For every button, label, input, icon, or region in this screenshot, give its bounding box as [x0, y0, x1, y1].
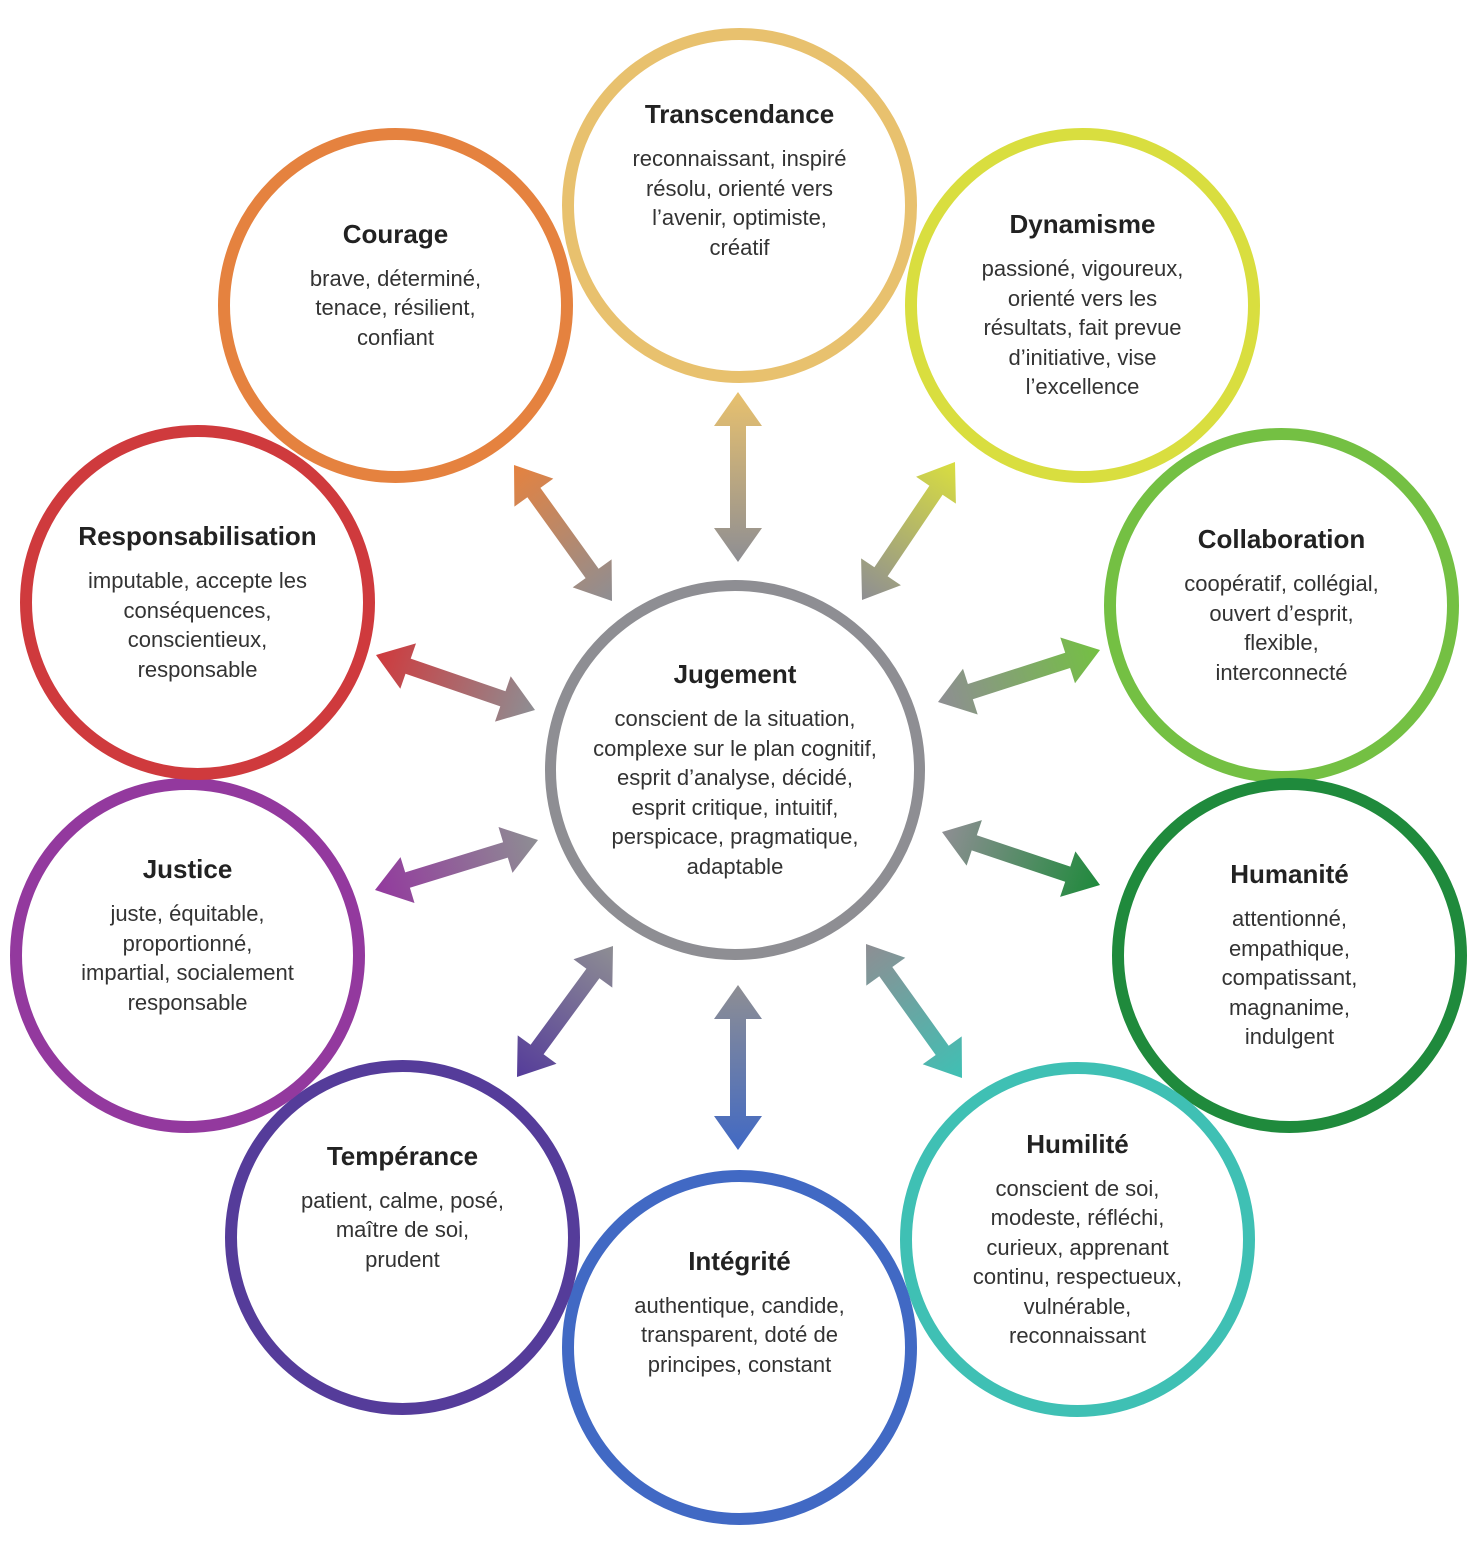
desc-line: patient, calme, posé,	[300, 1187, 504, 1213]
desc-line: attentionné,	[1232, 906, 1347, 932]
desc-line: reconnaissant, inspiré	[632, 146, 847, 171]
node-description: juste, équitable, proportionné, impartia…	[81, 899, 294, 1017]
node-responsabilisation: Responsabilisation imputable, accepte le…	[20, 425, 375, 780]
node-description: reconnaissant, inspiré résolu, orienté v…	[632, 144, 846, 262]
node-description: brave, déterminé, tenace, résilient, con…	[310, 264, 481, 353]
desc-line: conscient de soi,	[995, 1175, 1160, 1201]
arrow-integrite	[714, 985, 762, 1150]
desc-line: brave, déterminé,	[309, 265, 482, 291]
node-courage: Courage brave, déterminé, tenace, résili…	[218, 128, 573, 483]
desc-line: perspicace, pragmatique,	[611, 824, 859, 849]
desc-line: esprit critique, intuitif,	[631, 794, 839, 820]
desc-line: interconnecté	[1215, 659, 1348, 685]
arrow-responsabilisation	[376, 643, 535, 722]
desc-line: imputable, accepte les	[88, 568, 307, 593]
node-description: attentionné, empathique, compatissant, m…	[1222, 904, 1358, 1052]
desc-line: orienté vers les	[1007, 285, 1158, 311]
node-title: Responsabilisation	[78, 521, 317, 551]
desc-line: vulnérable,	[1023, 1293, 1132, 1319]
node-integrite: Intégrité authentique, candide, transpar…	[562, 1170, 917, 1525]
desc-line: modeste, réfléchi,	[990, 1205, 1165, 1230]
desc-line: responsable	[127, 989, 248, 1015]
arrow-courage	[514, 465, 612, 601]
desc-line: continu, respectueux,	[972, 1264, 1183, 1289]
desc-line: conscientieux,	[127, 627, 268, 652]
desc-line: prudent	[365, 1246, 440, 1272]
node-justice: Justice juste, équitable, proportionné, …	[10, 778, 365, 1133]
desc-line: proportionné,	[122, 930, 253, 956]
node-description: patient, calme, posé, maître de soi, pru…	[301, 1186, 504, 1275]
node-description: passioné, vigoureux, orienté vers les ré…	[982, 254, 1184, 402]
node-title: Transcendance	[644, 99, 835, 129]
node-description: authentique, candide, transparent, doté …	[634, 1291, 844, 1380]
desc-line: l’avenir, optimiste,	[652, 205, 827, 230]
desc-line: créatif	[709, 234, 770, 260]
node-description: conscient de soi, modeste, réfléchi, cur…	[973, 1174, 1182, 1351]
arrow-transcendance	[714, 392, 762, 562]
node-transcendance: Transcendance reconnaissant, inspiré rés…	[562, 28, 917, 383]
node-description: coopératif, collégial, ouvert d’esprit, …	[1184, 569, 1378, 687]
desc-line: d’initiative, vise	[1008, 344, 1157, 370]
desc-line: coopératif, collégial,	[1184, 571, 1379, 596]
node-description: conscient de la situation, complexe sur …	[593, 704, 877, 881]
node-title: Courage	[342, 218, 449, 249]
arrow-humanite	[942, 820, 1100, 897]
desc-line: reconnaissant	[1009, 1323, 1146, 1348]
desc-line: magnanime,	[1228, 994, 1351, 1020]
node-humanite: Humanité attentionné, empathique, compat…	[1112, 778, 1467, 1133]
desc-line: responsable	[137, 656, 258, 682]
desc-line: esprit d’analyse, décidé,	[616, 765, 853, 790]
arrow-humilite	[866, 944, 962, 1078]
desc-line: indulgent	[1244, 1024, 1335, 1050]
arrow-collaboration	[938, 637, 1100, 715]
node-title: Collaboration	[1197, 524, 1366, 554]
desc-line: authentique, candide,	[634, 1292, 845, 1318]
desc-line: adaptable	[686, 853, 784, 879]
desc-line: maître de soi,	[335, 1217, 470, 1243]
desc-line: confiant	[356, 324, 435, 350]
desc-line: transparent, doté de	[641, 1322, 838, 1348]
node-title: Justice	[142, 854, 233, 884]
center-node-jugement: Jugement conscient de la situation, comp…	[545, 580, 925, 960]
arrow-dynamisme	[861, 462, 956, 600]
desc-line: complexe sur le plan cognitif,	[593, 735, 877, 761]
desc-line: résolu, orienté vers	[645, 175, 834, 201]
desc-line: curieux, apprenant	[986, 1234, 1169, 1260]
node-title: Tempérance	[326, 1140, 479, 1171]
node-temperance: Tempérance patient, calme, posé, maître …	[225, 1060, 580, 1415]
desc-line: conséquences,	[123, 597, 272, 623]
node-title: Dynamisme	[1009, 209, 1156, 240]
desc-line: juste, équitable,	[110, 901, 265, 926]
desc-line: l’excellence	[1025, 374, 1140, 400]
arrow-justice	[375, 827, 538, 903]
node-title: Humanité	[1230, 859, 1349, 890]
desc-line: résultats, fait prevue	[983, 315, 1182, 341]
node-title: Humilité	[1026, 1128, 1129, 1159]
node-humilite: Humilité conscient de soi, modeste, réfl…	[900, 1062, 1255, 1417]
desc-line: principes, constant	[647, 1351, 832, 1377]
desc-line: flexible,	[1244, 630, 1319, 655]
desc-line: compatissant,	[1221, 965, 1358, 991]
node-title: Jugement	[673, 659, 797, 689]
desc-line: ouvert d’esprit,	[1209, 600, 1354, 626]
desc-line: conscient de la situation,	[614, 706, 856, 731]
node-title: Intégrité	[688, 1245, 791, 1276]
desc-line: passioné, vigoureux,	[981, 256, 1184, 282]
desc-line: empathique,	[1228, 935, 1351, 961]
node-collaboration: Collaboration coopératif, collégial, ouv…	[1104, 428, 1459, 783]
desc-line: impartial, socialement	[81, 960, 294, 985]
desc-line: tenace, résilient,	[315, 295, 476, 321]
arrow-temperance	[517, 946, 613, 1077]
node-description: imputable, accepte les conséquences, con…	[88, 566, 307, 684]
node-dynamisme: Dynamisme passioné, vigoureux, orienté v…	[905, 128, 1260, 483]
